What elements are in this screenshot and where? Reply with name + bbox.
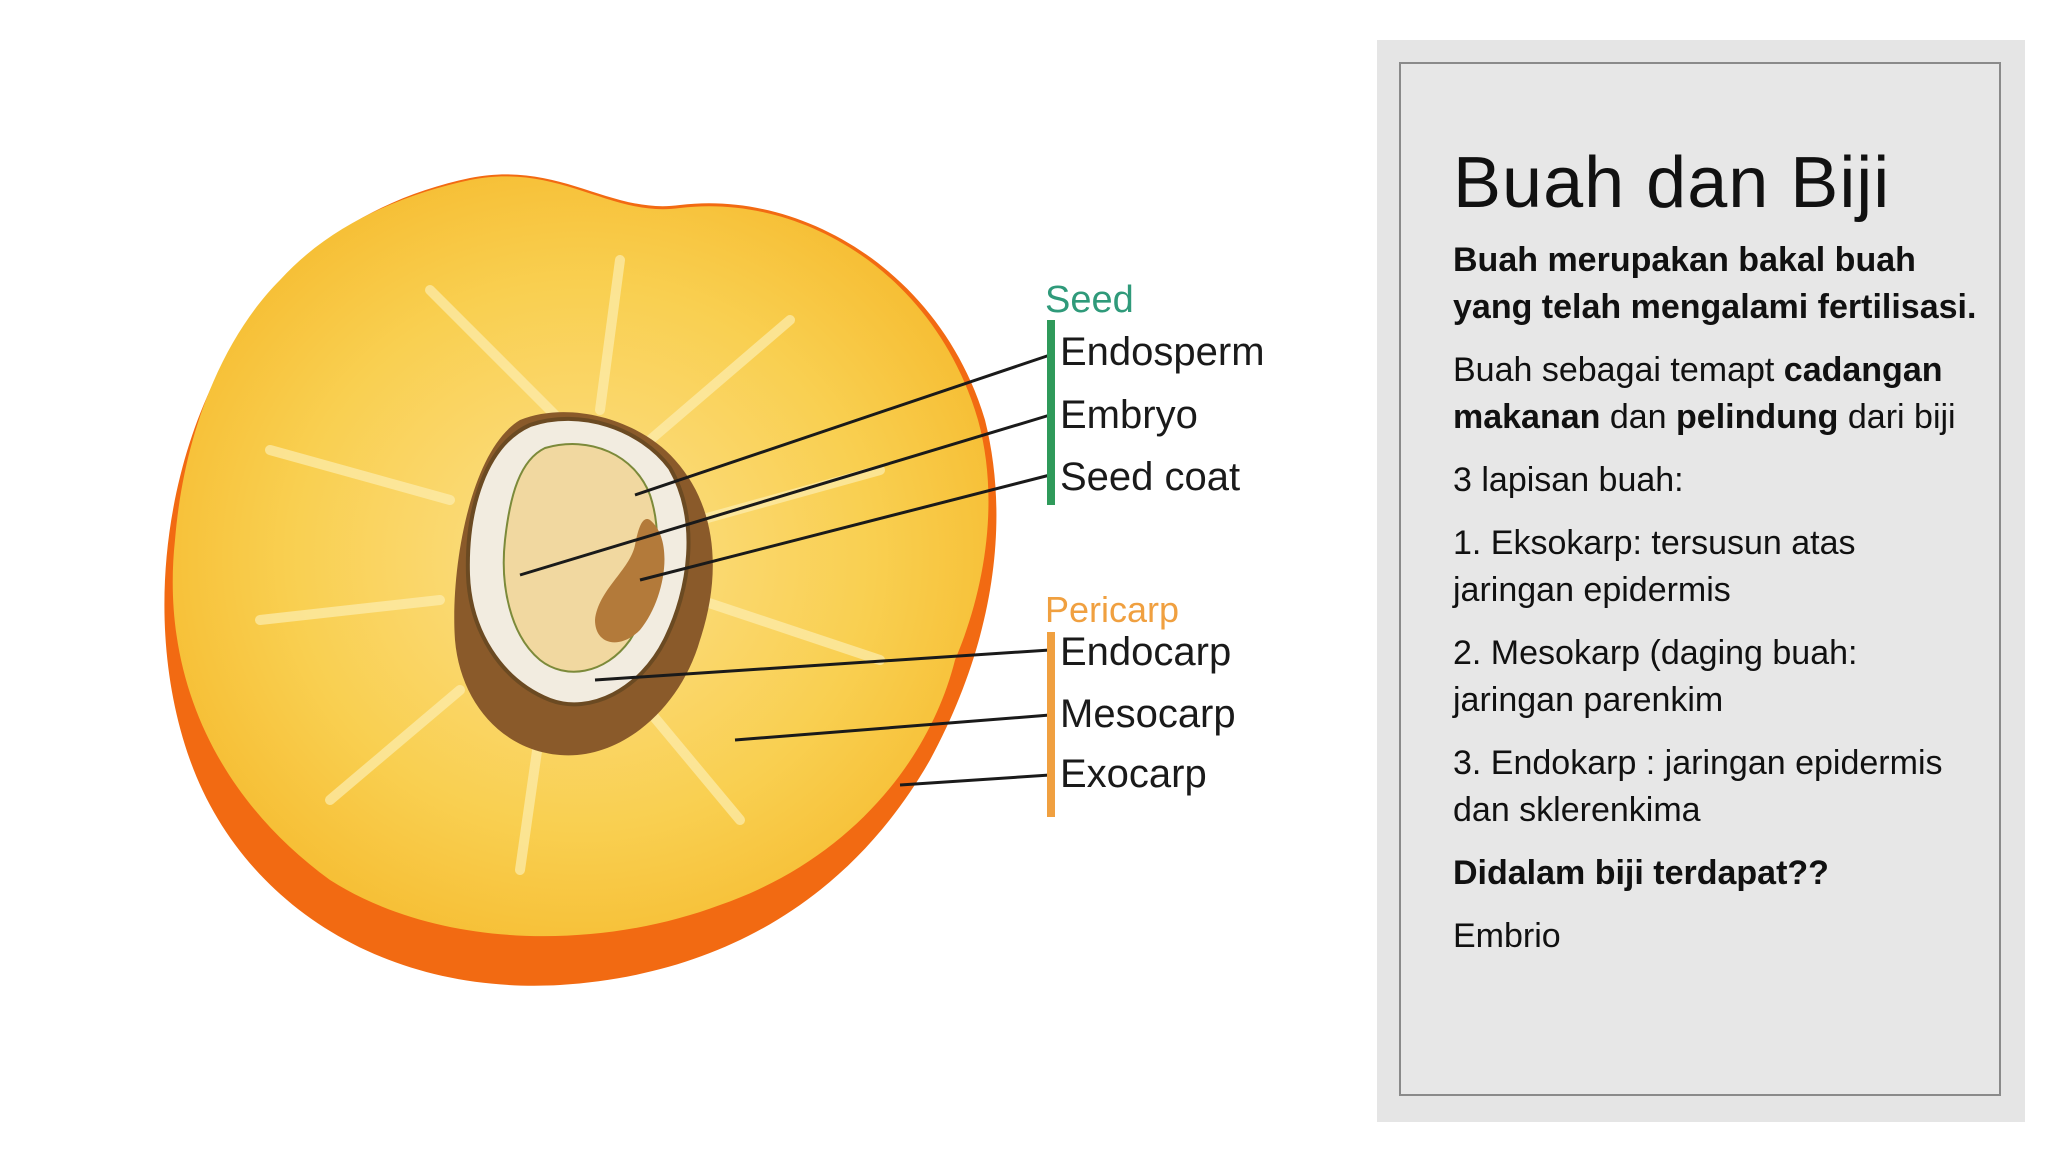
embryo <box>595 519 665 643</box>
function-text-3: dari biji <box>1838 398 1956 437</box>
slide-title: Buah dan Biji <box>1453 143 1891 223</box>
text-panel: Buah dan Biji Buah merupakan bakal buah … <box>1377 40 2025 1122</box>
layer-2: 2. Mesokarp (daging buah: jaringan paren… <box>1453 634 1858 720</box>
layer-3: 3. Endokarp : jaringan epidermis dan skl… <box>1453 744 1943 830</box>
text-panel-frame: Buah dan Biji Buah merupakan bakal buah … <box>1399 62 2001 1096</box>
pericarp-bracket <box>1047 632 1055 817</box>
function-text-2: dan <box>1600 398 1677 437</box>
pericarp-group-label: Pericarp <box>1045 589 1179 630</box>
text-panel-content: Buah dan Biji Buah merupakan bakal buah … <box>1453 143 1983 976</box>
seed-bracket <box>1047 320 1055 505</box>
label-seed-coat: Seed coat <box>1060 455 1240 499</box>
seed-group-label: Seed <box>1045 279 1134 321</box>
definition-paragraph: Buah merupakan bakal buah yang telah men… <box>1453 241 1977 327</box>
fruit-cross-section-diagram: Seed Pericarp Endosperm Embryo Seed coat… <box>164 174 1265 986</box>
flesh-fibers <box>255 255 885 875</box>
answer-paragraph: Embrio <box>1453 917 1561 956</box>
leader-lines <box>519 353 1051 787</box>
label-mesocarp: Mesocarp <box>1060 692 1236 736</box>
label-exocarp: Exocarp <box>1060 752 1207 796</box>
question-paragraph: Didalam biji terdapat?? <box>1453 854 1829 893</box>
function-bold-2: pelindung <box>1676 398 1839 437</box>
label-endosperm: Endosperm <box>1060 330 1265 374</box>
function-text-1: Buah sebagai temapt <box>1453 351 1784 390</box>
label-embryo: Embryo <box>1060 393 1198 437</box>
function-paragraph: Buah sebagai temapt cadangan makanan dan… <box>1453 347 1983 441</box>
function-bold-1: cadangan makanan <box>1453 351 1943 437</box>
label-endocarp: Endocarp <box>1060 630 1231 674</box>
layers-heading: 3 lapisan buah: <box>1453 461 1684 500</box>
layer-1: 1. Eksokarp: tersusun atas jaringan epid… <box>1453 524 1856 610</box>
